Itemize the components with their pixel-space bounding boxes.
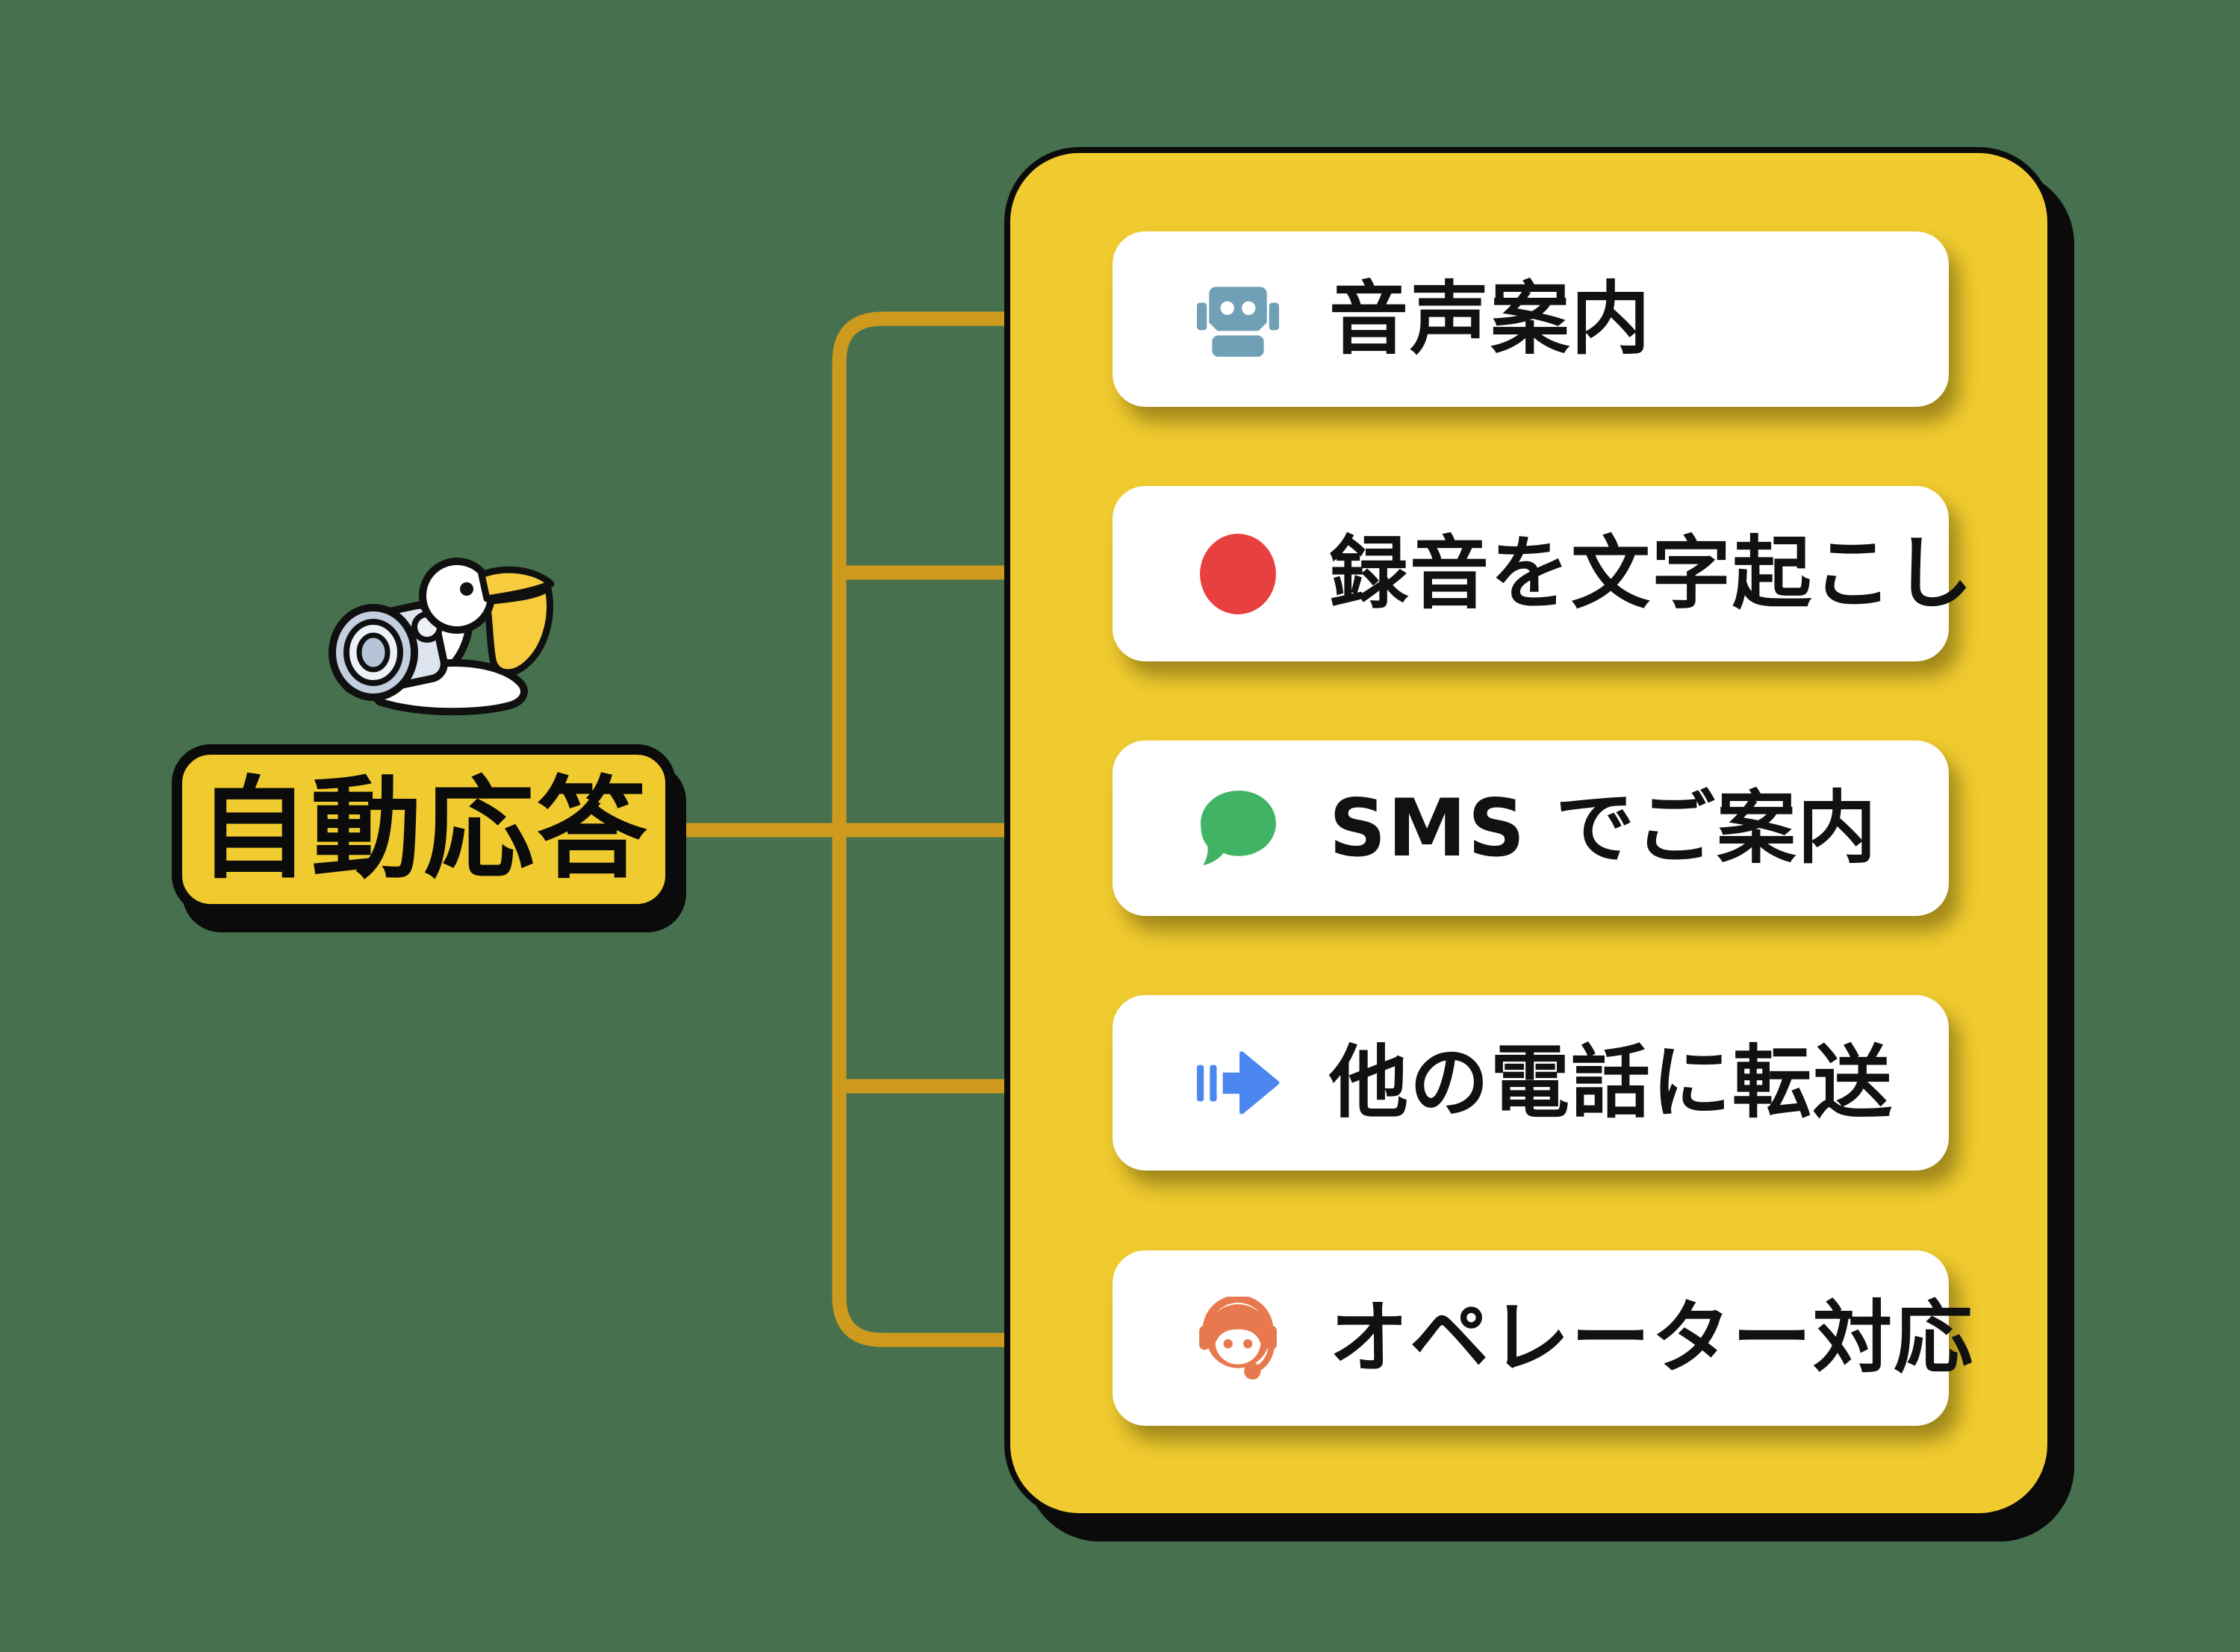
option-card-forward: 他の電話に転送 (1113, 995, 1949, 1171)
option-label: 他の電話に転送 (1329, 1036, 1894, 1129)
record-icon (1196, 532, 1280, 616)
pelican-icon (329, 558, 554, 716)
option-card-operator: オペレーター対応 (1113, 1250, 1973, 1426)
option-label: 録音を文字起こし (1329, 527, 1974, 620)
option-label: SMS でご案内 (1329, 782, 1879, 874)
options-panel: 音声案内 録音を文字起こし SMS でご案内 (1004, 147, 2053, 1519)
option-card-voice-guidance: 音声案内 (1113, 231, 1949, 407)
robot-icon (1196, 278, 1280, 361)
auto-answer-label: 自動応答 (198, 765, 650, 894)
option-label: オペレーター対応 (1329, 1291, 1974, 1384)
forward-arrow-icon (1196, 1041, 1280, 1125)
sms-bubble-icon (1196, 787, 1280, 870)
option-label: 音声案内 (1329, 272, 1652, 365)
pelican-mascot (308, 554, 554, 724)
telephone-receiver-icon (329, 601, 448, 701)
auto-answer-node: 自動応答 (172, 744, 676, 914)
option-card-transcription: 録音を文字起こし (1113, 486, 1973, 661)
operator-headset-icon (1196, 1296, 1280, 1380)
option-card-sms: SMS でご案内 (1113, 741, 1949, 916)
